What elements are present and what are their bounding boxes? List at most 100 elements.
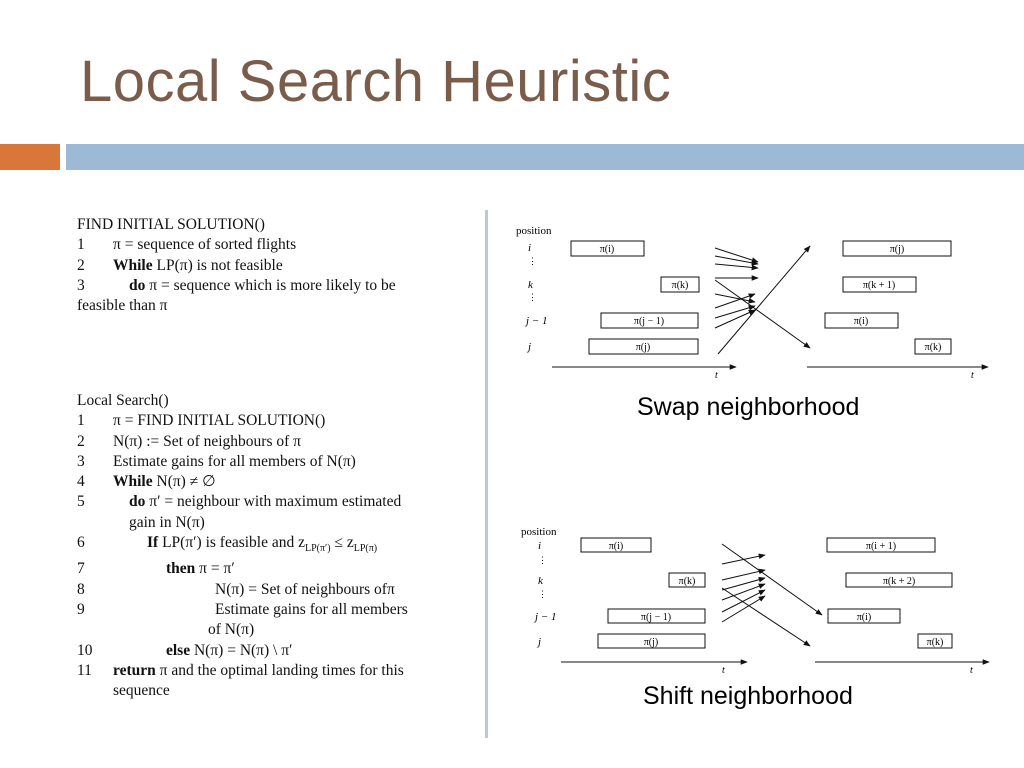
block-box <box>580 537 652 553</box>
line-text: π = sequence of sorted flights <box>113 236 297 254</box>
algorithm-line: 2 N(π) := Set of neighbours of π <box>77 432 408 452</box>
axis-label: t <box>722 665 725 676</box>
block-label: π(i) <box>600 244 615 255</box>
algorithm-line: 6 If LP(π′) is feasible and zLP(π′) ≤ zL… <box>77 533 408 559</box>
block-box <box>588 338 699 355</box>
position-label: position <box>521 526 557 538</box>
axis-label: t <box>971 370 974 381</box>
row-label: k <box>538 575 544 587</box>
axis-label: t <box>715 370 718 381</box>
row-label: j − 1 <box>533 611 556 623</box>
keyword: return <box>113 661 156 679</box>
move-arrow <box>714 309 756 329</box>
algorithm-line: sequence <box>77 681 408 701</box>
vertical-dots: ⋮ <box>528 256 537 266</box>
block-box <box>914 338 952 355</box>
line-text: Estimate gains for all members <box>215 601 408 619</box>
algorithm-line: 3 do π = sequence which is more likely t… <box>77 276 396 296</box>
vertical-dots: ⋮ <box>528 292 537 302</box>
line-body: else N(π) = N(π) \ π′ <box>113 641 292 661</box>
line-text: feasible than π <box>77 297 168 315</box>
algorithm-line: 10 else N(π) = N(π) \ π′ <box>77 641 408 661</box>
keyword: While <box>113 256 153 274</box>
block-box <box>842 240 952 257</box>
line-text: π and the optimal landing times for this <box>159 661 404 679</box>
row-label: j − 1 <box>524 315 547 327</box>
line-text: N(π) ≠ ∅ <box>156 473 216 491</box>
algorithm-line: 7 then π = π′ <box>77 559 408 579</box>
move-arrow <box>714 263 759 271</box>
move-arrow <box>721 576 766 591</box>
line-text: LP(π) is not feasible <box>156 256 283 274</box>
block-box <box>917 633 953 649</box>
line-number: 1 <box>77 412 85 430</box>
block-box <box>845 572 953 588</box>
algorithm-line: 9 Estimate gains for all members <box>77 600 408 620</box>
block-label: π(k + 1) <box>863 280 895 291</box>
move-arrow <box>714 247 759 263</box>
block-box <box>668 572 706 588</box>
move-arrow <box>721 595 766 623</box>
block-box <box>607 608 706 624</box>
block-label: π(i + 1) <box>866 541 896 552</box>
move-arrow <box>721 543 823 616</box>
row-label: i <box>538 540 541 552</box>
axis-label: t <box>970 665 973 676</box>
line-number: 8 <box>77 580 85 598</box>
line-body: return π and the optimal landing times f… <box>113 661 404 681</box>
block-label: π(j − 1) <box>634 316 664 327</box>
move-arrow <box>714 279 811 349</box>
line-text: Estimate gains for all members of N(π) <box>113 452 356 470</box>
move-arrow <box>721 587 811 647</box>
block-label: π(j) <box>644 637 659 648</box>
block-box <box>660 276 700 293</box>
column-divider <box>485 210 488 738</box>
algorithm-line: 3 Estimate gains for all members of N(π) <box>77 452 408 472</box>
line-text: π = π′ <box>199 560 235 578</box>
block-box <box>842 276 917 293</box>
block-box <box>826 537 936 553</box>
vertical-dots: ⋮ <box>538 555 547 565</box>
slide-title: Local Search Heuristic <box>80 49 672 114</box>
algorithm-line: 2 While LP(π) is not feasible <box>77 256 396 276</box>
block-label: π(k) <box>925 342 942 353</box>
local-search-algorithm: Local Search() 1 π = FIND INITIAL SOLUTI… <box>77 391 408 702</box>
keyword: then <box>166 560 196 578</box>
algorithm-line: gain in N(π) <box>77 513 408 533</box>
line-number: 7 <box>77 560 85 578</box>
algorithm-line: 11 return π and the optimal landing time… <box>77 661 408 681</box>
keyword: If <box>147 534 159 552</box>
line-text: N(π) = Set of neighbours ofπ <box>215 580 395 598</box>
keyword: do <box>129 276 146 294</box>
move-arrow <box>721 589 766 613</box>
line-number: 2 <box>77 256 85 274</box>
move-arrow <box>714 293 756 309</box>
move-arrow <box>721 568 766 581</box>
accent-bar-orange <box>0 144 60 170</box>
line-number: 3 <box>77 276 85 294</box>
algorithm-header: FIND INITIAL SOLUTION() <box>77 215 396 235</box>
line-text: ≤ z <box>330 534 354 552</box>
line-number: 9 <box>77 601 85 619</box>
keyword: do <box>129 493 146 511</box>
row-label: k <box>528 279 534 291</box>
block-box <box>827 608 901 624</box>
line-text: of N(π) <box>208 621 255 639</box>
block-label: π(k + 2) <box>883 576 915 587</box>
line-number: 2 <box>77 432 85 450</box>
line-number: 5 <box>77 493 85 511</box>
algorithm-line: 4 While N(π) ≠ ∅ <box>77 472 408 492</box>
block-label: π(k) <box>679 576 696 587</box>
algorithm-line: of N(π) <box>77 620 408 640</box>
algorithm-line: 8 N(π) = Set of neighbours ofπ <box>77 580 408 600</box>
move-arrow <box>714 255 759 266</box>
block-label: π(i) <box>854 316 869 327</box>
block-box <box>597 633 706 649</box>
accent-bar-blue <box>66 144 1024 170</box>
block-label: π(i) <box>857 612 872 623</box>
row-label: j <box>526 341 531 353</box>
line-text: LP(π′) is feasible and z <box>162 534 305 552</box>
block-label: π(j) <box>636 342 651 353</box>
algorithm-header: Local Search() <box>77 391 408 411</box>
line-body: then π = π′ <box>113 559 235 579</box>
